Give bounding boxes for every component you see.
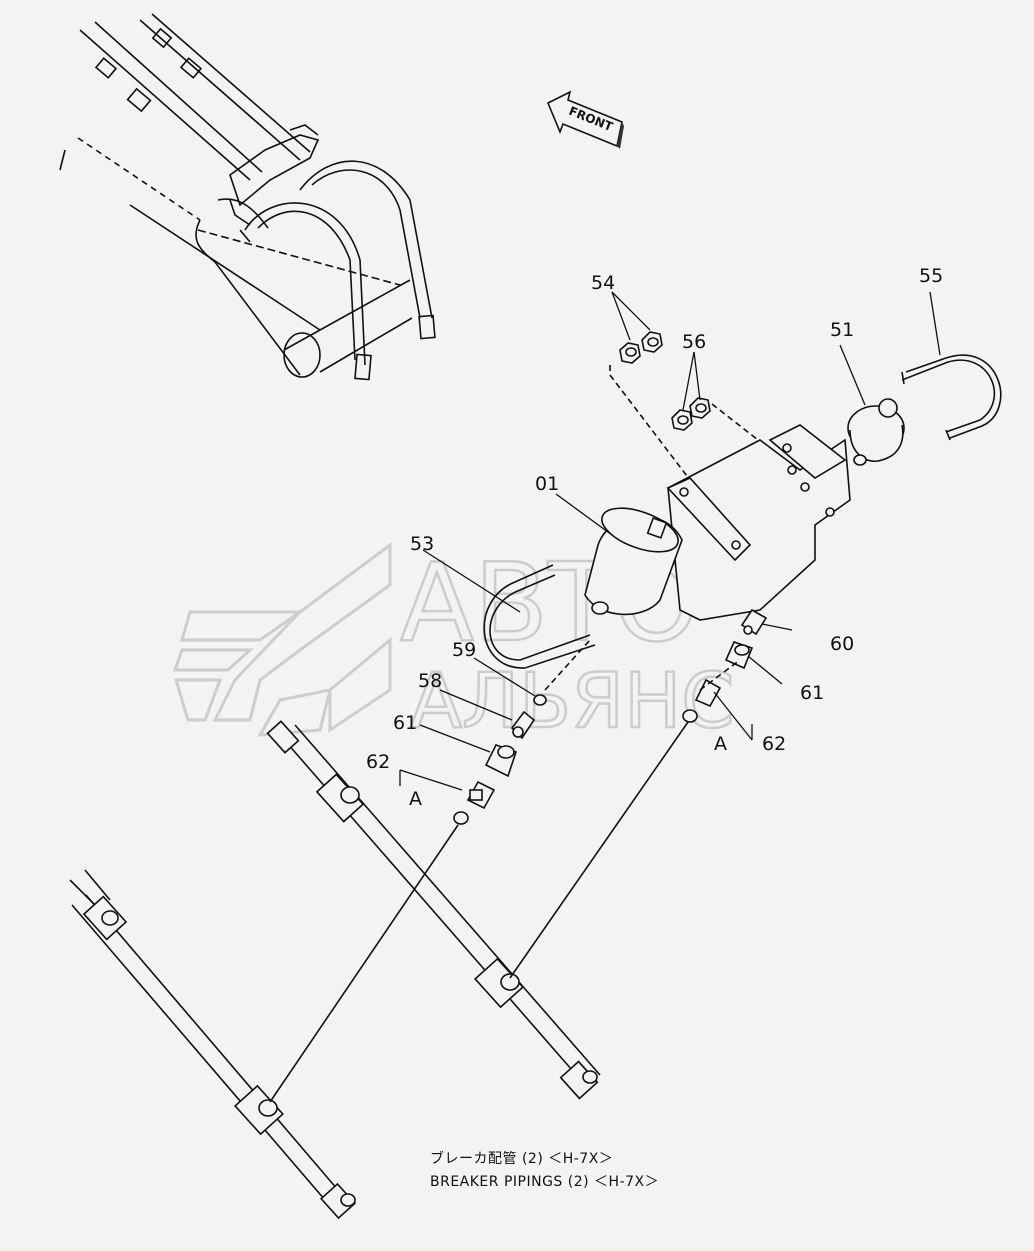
nut-56-a <box>671 409 693 431</box>
callout-51: 51 <box>830 319 854 341</box>
hardware-group <box>453 331 1002 825</box>
callout-01: 01 <box>535 473 559 495</box>
callout-a-left: A <box>409 788 422 810</box>
caption: ブレーカ配管 (2) ＜H-7X＞ BREAKER PIPINGS (2) ＜H… <box>430 1150 659 1190</box>
accumulator-51 <box>847 398 905 466</box>
front-arrow: FRONT <box>546 90 624 149</box>
callout-labels: 54 56 55 51 01 53 59 58 61 62 A 60 61 62… <box>366 265 943 810</box>
fitting-62-right <box>694 678 722 708</box>
callout-58: 58 <box>418 670 442 692</box>
callout-60: 60 <box>830 633 854 655</box>
adapter-61-left <box>484 744 518 778</box>
ubolt-53 <box>483 564 596 669</box>
callout-62-right: 62 <box>762 733 786 755</box>
callout-61-left: 61 <box>393 712 417 734</box>
filter-01 <box>584 507 683 616</box>
watermark-line2: АЛЬЯНС <box>410 656 734 745</box>
boom-assembly <box>59 13 436 381</box>
arm-pipes <box>69 720 689 1220</box>
nut-56-b <box>689 397 711 419</box>
callout-62-left: 62 <box>366 751 390 773</box>
caption-english: BREAKER PIPINGS (2) ＜H-7X＞ <box>430 1174 659 1190</box>
callout-59: 59 <box>452 639 476 661</box>
fitting-60 <box>740 608 768 636</box>
seal-a-right <box>682 709 698 723</box>
callout-53: 53 <box>410 533 434 555</box>
adapter-61-right <box>724 641 754 670</box>
leader-lines <box>399 291 941 791</box>
callout-a-right: A <box>714 733 727 755</box>
oring-59 <box>533 694 547 706</box>
fitting-58 <box>510 710 536 740</box>
callout-61-right: 61 <box>800 682 824 704</box>
seal-a-left <box>453 811 469 825</box>
callout-56: 56 <box>682 331 706 353</box>
callout-55: 55 <box>919 265 943 287</box>
nut-54-b <box>641 331 663 353</box>
caption-japanese: ブレーカ配管 (2) ＜H-7X＞ <box>430 1150 613 1167</box>
watermark-emblem <box>172 542 392 737</box>
nut-54-a <box>619 342 641 364</box>
ubolt-55 <box>901 354 1002 441</box>
callout-54: 54 <box>591 272 615 294</box>
fitting-62-left <box>466 780 496 810</box>
